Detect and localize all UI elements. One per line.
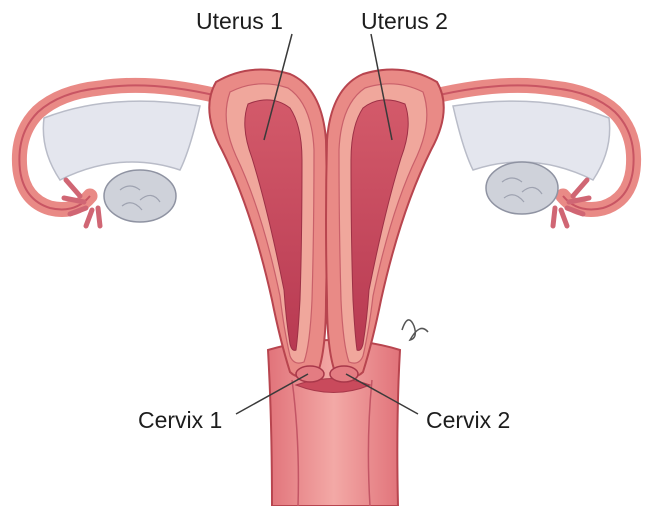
artist-signature (402, 320, 428, 340)
left-ovary (104, 170, 176, 222)
cervix-1-os (296, 366, 324, 382)
label-cervix-1: Cervix 1 (138, 409, 222, 432)
left-adnexa (19, 85, 218, 226)
broad-ligament (43, 101, 200, 180)
label-cervix-2: Cervix 2 (426, 409, 510, 432)
right-adnexa (435, 85, 634, 226)
right-ovary (486, 162, 558, 214)
label-uterus-2: Uterus 2 (361, 10, 448, 33)
cervix-2-os (330, 366, 358, 382)
left-uterus (209, 70, 327, 378)
label-uterus-1: Uterus 1 (196, 10, 283, 33)
